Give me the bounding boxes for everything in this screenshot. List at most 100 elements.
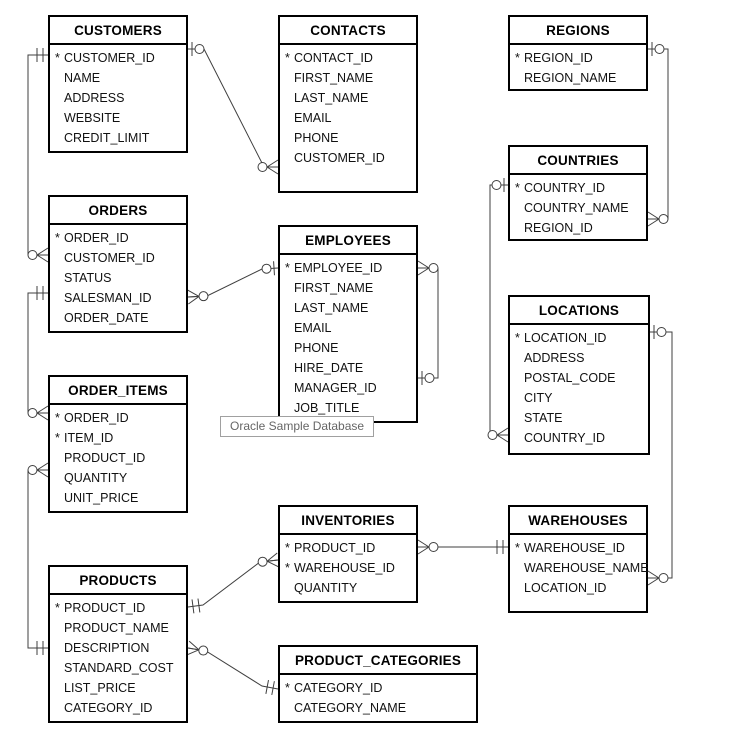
field-name: WAREHOUSE_ID [294,561,395,575]
field-name: QUANTITY [294,581,358,595]
relationship-employees-employees [418,267,439,379]
field-name: PHONE [294,131,339,145]
field-name: PHONE [294,341,339,355]
field-row: UNIT_PRICE [50,488,186,508]
field-row: FIRST_NAME [280,278,416,298]
cardinality-one-circle-icon [421,371,435,385]
cardinality-many-circle-icon [647,570,669,586]
cardinality-many-circle-icon [647,211,669,227]
table-title-orders: ORDERS [50,197,186,225]
field-row: JOB_TITLE [280,398,416,418]
cardinality-one-circle-icon [491,178,505,192]
field-row: QUANTITY [280,578,416,598]
field-row: * LOCATION_ID [510,328,648,348]
field-row: WAREHOUSE_NAME [510,558,649,578]
relationship-order_items-products [27,469,48,649]
field-row: WEBSITE [50,108,186,128]
relationship-customers-orders [27,54,48,256]
table-title-products: PRODUCTS [50,567,186,595]
field-name: LOCATION_ID [524,331,607,345]
table-title-customers: CUSTOMERS [50,17,186,45]
field-name: COUNTRY_ID [524,431,606,445]
field-name: WEBSITE [64,111,121,125]
field-name: EMAIL [294,321,332,335]
cardinality-one-circle-icon [191,42,205,56]
field-name: LAST_NAME [294,301,369,315]
primary-key-marker: * [285,681,290,695]
field-row: *REGION_ID [510,48,646,68]
field-row: EMAIL [280,318,416,338]
cardinality-one-icon [265,680,275,696]
field-row: CREDIT_LIMIT [50,128,186,148]
field-row: QUANTITY [50,468,186,488]
table-title-countries: COUNTRIES [510,147,646,175]
table-title-regions: REGIONS [510,17,646,45]
field-row: ADDRESS [50,88,186,108]
field-name: HIRE_DATE [294,361,364,375]
field-row: ORDER_DATE [50,308,186,328]
field-name: CITY [524,391,553,405]
field-name: EMPLOYEE_ID [294,261,383,275]
table-inventories[interactable]: INVENTORIES *PRODUCT_ID * WAREHOUSE_ID QUANT… [278,505,418,603]
cardinality-one-icon [36,286,44,300]
field-name: SALESMAN_ID [64,291,152,305]
field-row: LAST_NAME [280,298,416,318]
field-name: CUSTOMER_ID [64,251,155,265]
primary-key-marker: * [55,411,60,425]
cardinality-many-circle-icon [417,260,439,276]
field-row: PHONE [280,338,416,358]
connector-end-glyphs [27,42,669,696]
table-title-employees: EMPLOYEES [280,227,416,255]
field-row: CATEGORY_ID [50,698,186,718]
table-title-inventories: INVENTORIES [280,507,416,535]
field-row: FIRST_NAME [280,68,416,88]
primary-key-marker: * [285,561,290,575]
field-row: *PRODUCT_ID [280,538,416,558]
field-row: CITY [510,388,648,408]
field-name: CONTACT_ID [294,51,373,65]
cardinality-one-icon [36,48,44,62]
field-row: * EMPLOYEE_ID [280,258,416,278]
field-row: * CONTACT_ID [280,48,416,68]
field-row: REGION_ID [510,218,646,238]
field-row: LOCATION_ID [510,578,646,598]
cardinality-one-circle-icon [651,42,665,56]
primary-key-marker: * [515,331,520,345]
field-row: STANDARD_COST [50,658,186,678]
field-row: POSTAL_CODE [510,368,648,388]
field-name: WAREHOUSE_ID [524,541,625,555]
field-row: SALESMAN_ID [50,288,186,308]
field-row: LIST_PRICE [50,678,186,698]
cardinality-many-circle-icon [417,539,439,555]
field-row: *ORDER_ID [50,408,186,428]
field-row: *ITEM_ID [50,428,186,448]
primary-key-marker: * [285,51,290,65]
field-name: LAST_NAME [294,91,369,105]
field-name: UNIT_PRICE [64,491,139,505]
field-row: PRODUCT_NAME [50,618,186,638]
field-row: PHONE [280,128,416,148]
field-name: REGION_ID [524,221,593,235]
field-name: ADDRESS [524,351,585,365]
primary-key-marker: * [285,261,290,275]
table-employees[interactable]: EMPLOYEES * EMPLOYEE_ID FIRST_NAME LAST_NAME… [278,225,418,423]
cardinality-many-circle-icon [27,462,49,478]
